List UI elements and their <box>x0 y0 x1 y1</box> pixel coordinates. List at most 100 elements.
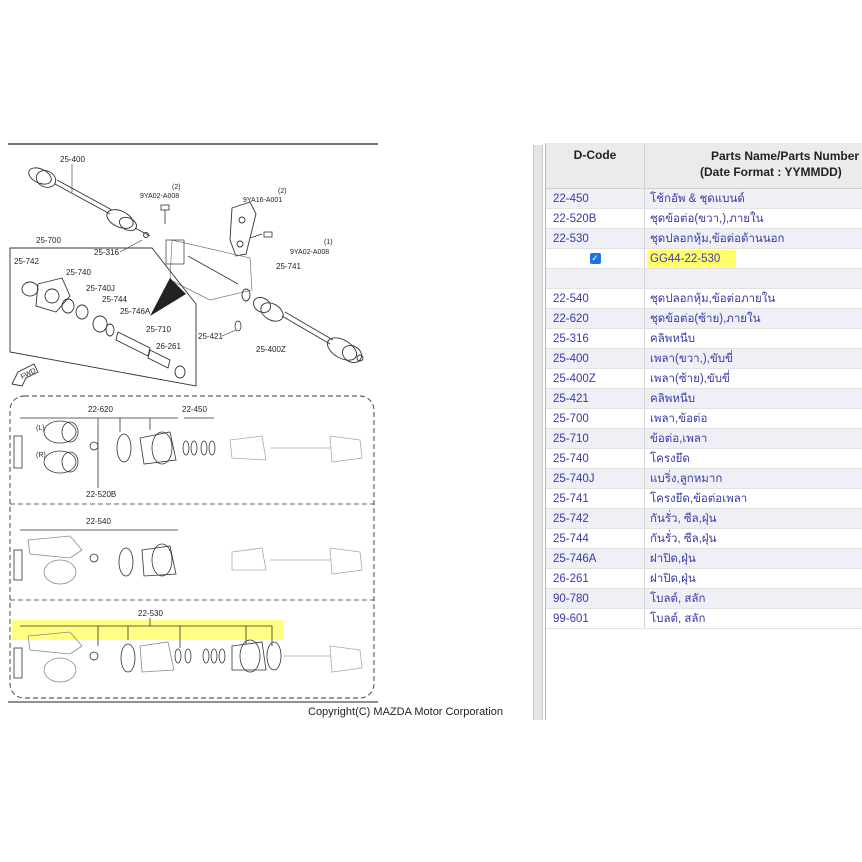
part-name-link[interactable]: ฝาปิด,ฝุ่น <box>644 548 862 569</box>
label-25-400: 25-400 <box>60 155 85 164</box>
dcode-link[interactable]: 22-520B <box>546 208 645 229</box>
drive-shaft-left <box>241 288 364 363</box>
dcode-link[interactable]: 25-744 <box>546 528 645 549</box>
parts-diagram: 25-400 (2) 9YA02-A008 (2) 9YA16-A001 (1)… <box>0 140 380 722</box>
dcode-link[interactable]: 99-601 <box>546 608 645 629</box>
label-22-620: 22-620 <box>88 405 113 414</box>
copyright-text: Copyright(C) MAZDA Motor Corporation <box>308 706 504 718</box>
part-name-link[interactable]: ชุดข้อต่อ(ซ้าย),ภายใน <box>644 308 862 329</box>
dcode-link[interactable]: 25-746A <box>546 548 645 569</box>
part-name-link[interactable]: โช้กอัพ & ชุดแบนด์ <box>644 188 862 209</box>
label-25-710: 25-710 <box>146 325 171 334</box>
part-name-link[interactable]: แบริ่ง,ลูกหมาก <box>644 468 862 489</box>
dcode-link[interactable]: 25-421 <box>546 388 645 409</box>
part-name-link[interactable]: เพลา,ข้อต่อ <box>644 408 862 429</box>
label-25-744: 25-744 <box>102 295 127 304</box>
table-header-row: D-Code Parts Name/Parts Number (Date For… <box>546 143 862 189</box>
dcode-link[interactable]: 25-710 <box>546 428 645 449</box>
label-26-261: 26-261 <box>156 342 181 351</box>
bolt-icon <box>160 204 170 224</box>
column-header-dcode[interactable]: D-Code <box>546 143 645 189</box>
dcode-link[interactable]: 25-316 <box>546 328 645 349</box>
dcode-link[interactable]: 25-400 <box>546 348 645 369</box>
column-header-parts-name-line1: Parts Name/Parts Number <box>711 149 860 163</box>
part-name-link[interactable]: ข้อต่อ,เพลา <box>644 428 862 449</box>
label-25-316: 25-316 <box>94 248 119 257</box>
kit-22-620-parts <box>13 417 363 488</box>
label-9ya16-a001: 9YA16-A001 <box>243 197 282 204</box>
dcode-link[interactable]: 25-400Z <box>546 368 645 389</box>
part-name-link[interactable]: ชุดข้อต่อ(ขวา,),ภายใน <box>644 208 862 229</box>
part-name-link[interactable]: โครงยึด,ข้อต่อเพลา <box>644 488 862 509</box>
dcode-link[interactable]: 90-780 <box>546 588 645 609</box>
dcode-link[interactable]: 22-540 <box>546 288 645 309</box>
part-name-link[interactable]: โครงยึด <box>644 448 862 469</box>
dcode-link[interactable]: 22-620 <box>546 308 645 329</box>
label-25-740: 25-740 <box>66 268 91 277</box>
svg-text:(2): (2) <box>278 188 287 195</box>
column-header-parts-name-line2: (Date Format : YYMMDD) <box>700 165 842 179</box>
kit-22-530-parts <box>13 618 363 683</box>
dcode-link[interactable]: 25-700 <box>546 408 645 429</box>
label-25-740j: 25-740J <box>86 284 115 293</box>
column-header-parts-name[interactable]: Parts Name/Parts Number (Date Format : Y… <box>644 143 862 189</box>
highlight-22-530 <box>12 620 284 640</box>
label-22-530: 22-530 <box>138 609 163 618</box>
table-row-blank <box>546 268 862 289</box>
vertical-scrollbar[interactable] <box>533 145 543 720</box>
part-name-link[interactable]: ชุดปลอกหุ้ม,ข้อต่อด้านนอก <box>644 228 862 249</box>
joint-shaft-parts <box>21 277 186 379</box>
dcode-link[interactable]: 26-261 <box>546 568 645 589</box>
dcode-link[interactable]: 25-741 <box>546 488 645 509</box>
checkbox-cell[interactable]: ✓ <box>546 248 645 269</box>
transmission-outline <box>165 239 253 301</box>
part-name-link[interactable]: กันรั่ว, ซีล,ฝุ่น <box>644 508 862 529</box>
table-row-selected[interactable]: ✓ GG44-22-530 <box>546 248 862 269</box>
dcode-link[interactable]: 25-740 <box>546 448 645 469</box>
label-22-520b: 22-520B <box>86 490 116 499</box>
dcode-link[interactable]: 22-450 <box>546 188 645 209</box>
part-name-link[interactable]: ชุดปลอกหุ้ม,ข้อต่อภายใน <box>644 288 862 309</box>
part-name-link[interactable]: คลิพหนีบ <box>644 328 862 349</box>
part-name-link[interactable]: เพลา(ขวา,),ขับขี่ <box>644 348 862 369</box>
selected-part-number-cell[interactable]: GG44-22-530 <box>644 248 862 269</box>
fwd-arrow-icon: FWD <box>11 363 39 387</box>
part-name-link[interactable]: คลิพหนีบ <box>644 388 862 409</box>
checkbox-checked-icon[interactable]: ✓ <box>589 252 601 264</box>
part-name-link[interactable]: ฝาปิด,ฝุ่น <box>644 568 862 589</box>
svg-text:(2): (2) <box>172 184 181 191</box>
selected-part-number[interactable]: GG44-22-530 <box>647 249 737 268</box>
parts-table: D-Code Parts Name/Parts Number (Date For… <box>546 143 862 629</box>
part-name-link[interactable]: โบลต์, สลัก <box>644 588 862 609</box>
label-25-400z: 25-400Z <box>256 345 286 354</box>
dcode-link[interactable]: 25-740J <box>546 468 645 489</box>
dcode-link[interactable]: 25-742 <box>546 508 645 529</box>
part-name-link[interactable]: โบลต์, สลัก <box>644 608 862 629</box>
part-name-link[interactable]: กันรั่ว, ซีล,ฝุ่น <box>644 528 862 549</box>
label-25-700: 25-700 <box>36 236 61 245</box>
svg-text:(1): (1) <box>324 239 333 246</box>
part-name-link[interactable]: เพลา(ซ้าย),ขับขี่ <box>644 368 862 389</box>
label-25-741: 25-741 <box>276 262 301 271</box>
dcode-link[interactable]: 22-530 <box>546 228 645 249</box>
